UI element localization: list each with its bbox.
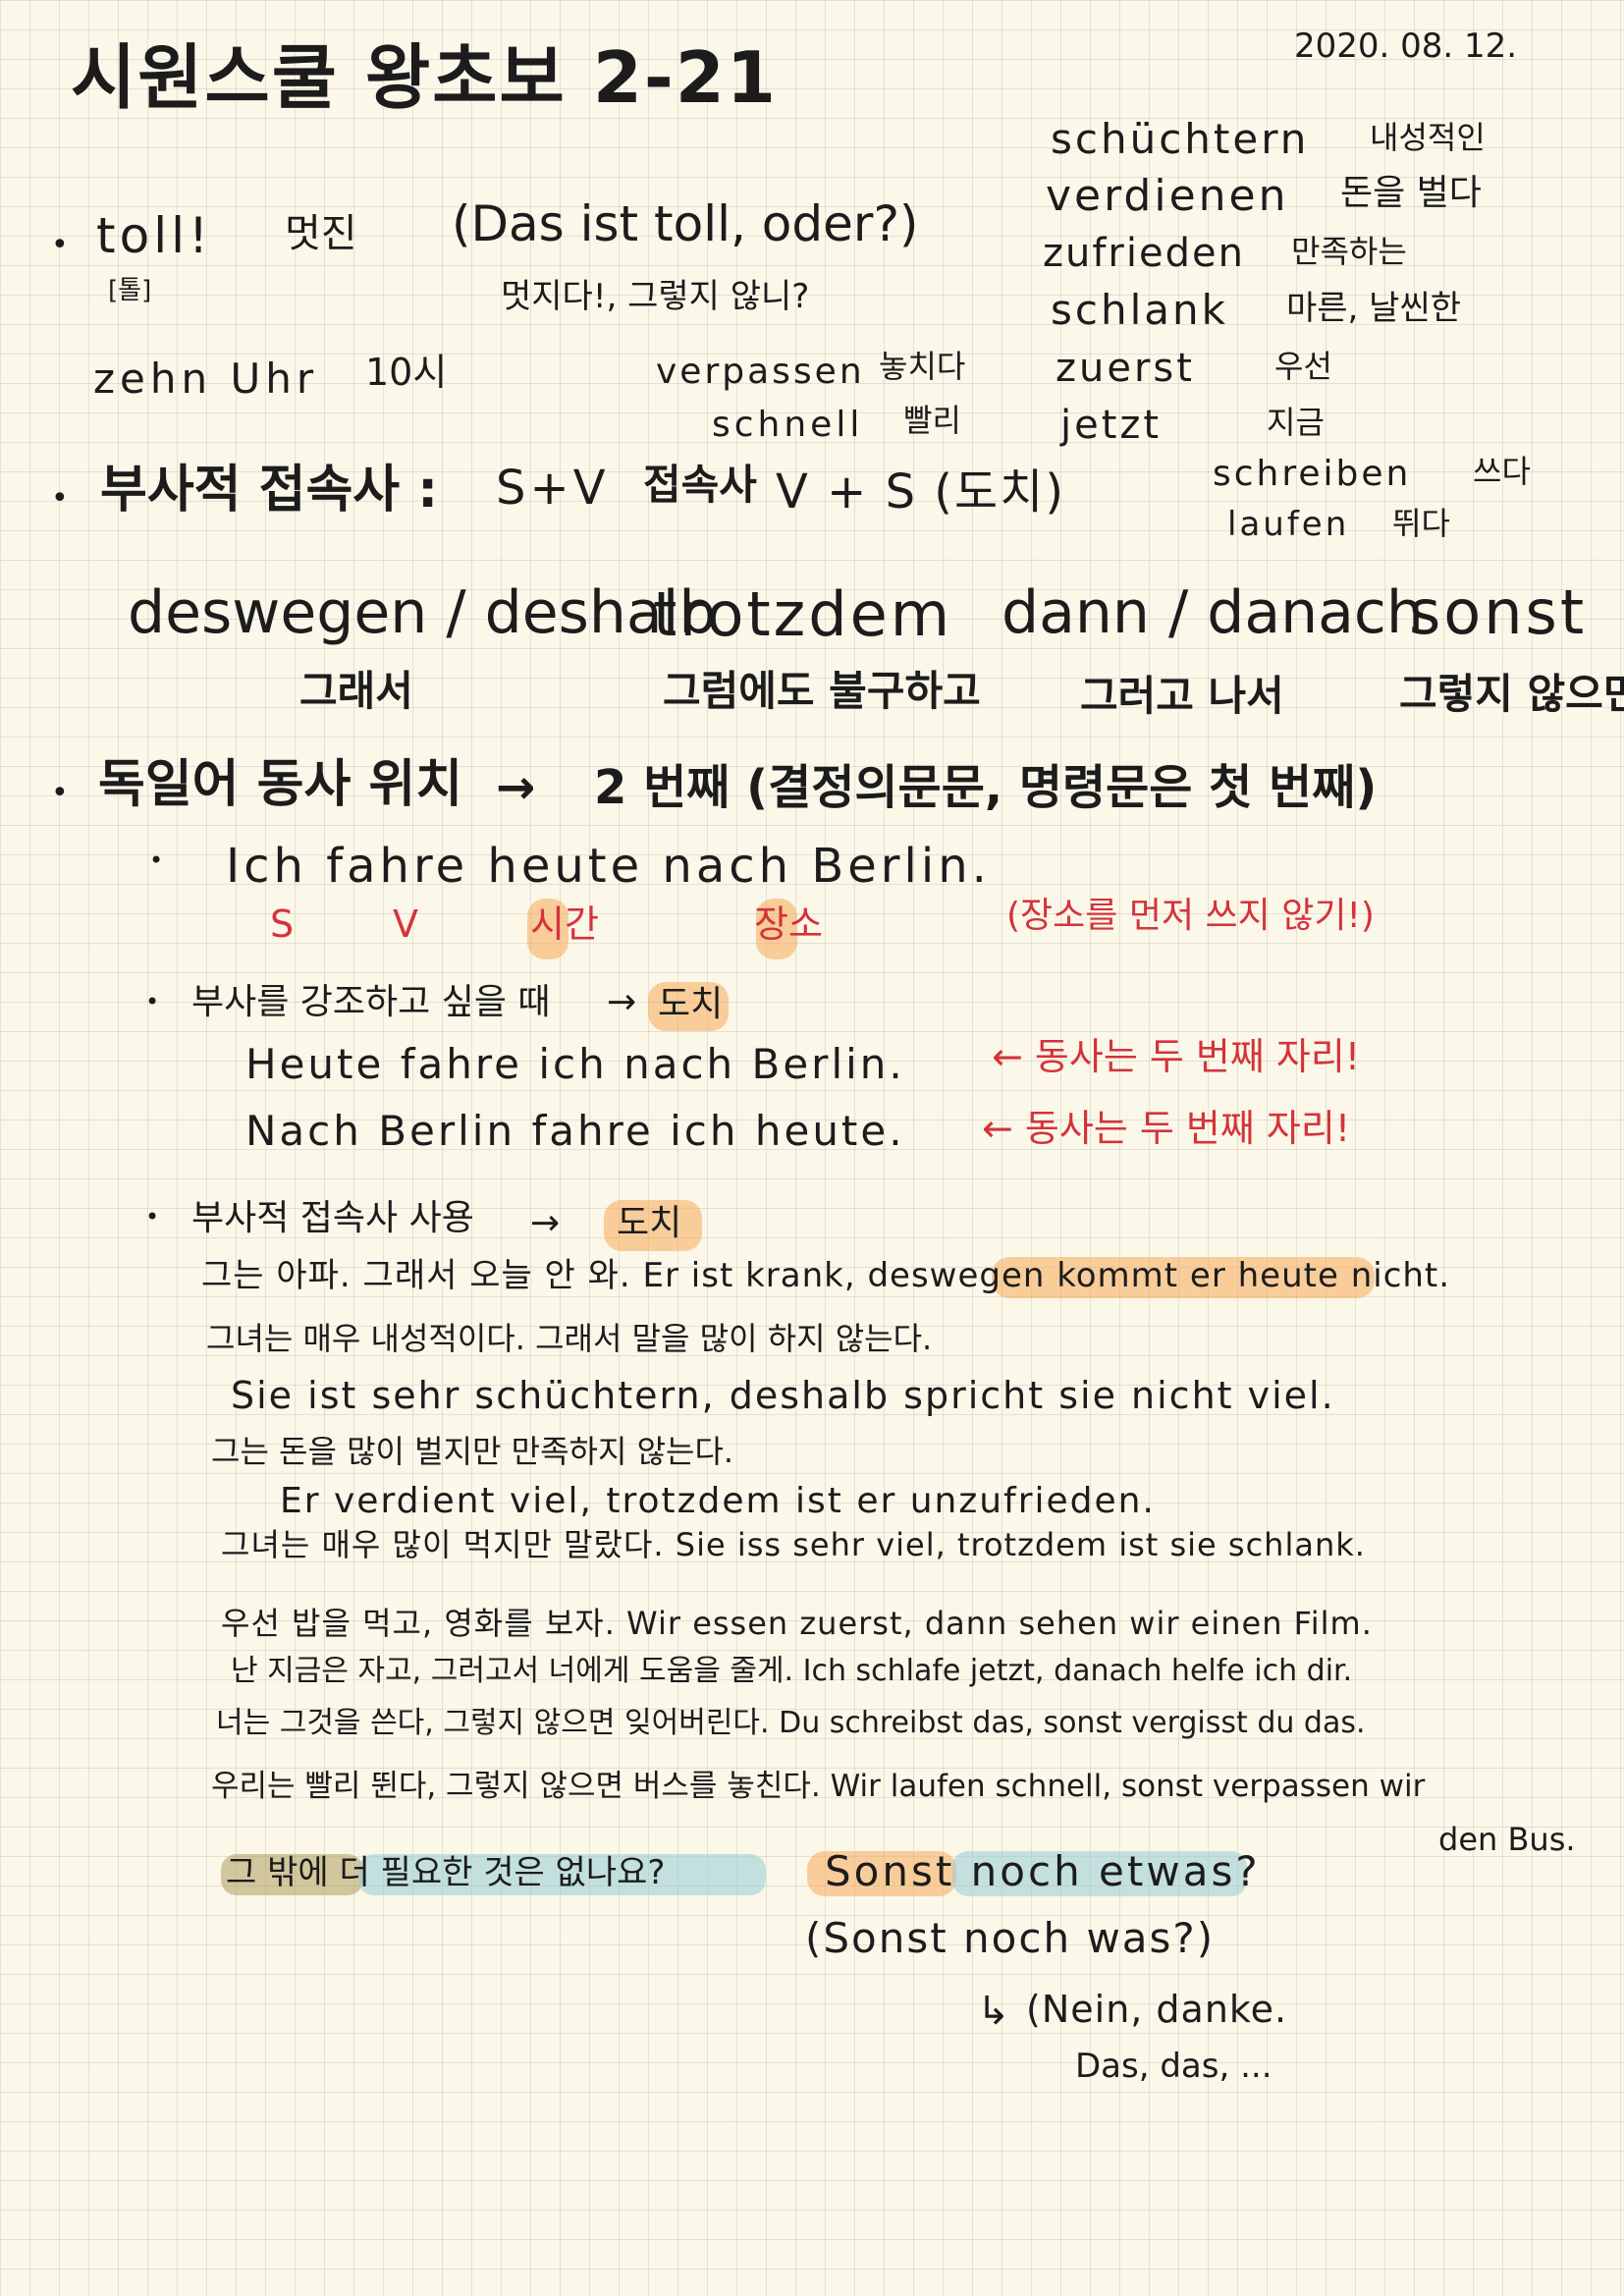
label-place: 장소 [754,902,823,946]
highlight-deswegen [992,1257,1375,1298]
usage-tag: 도치 [617,1203,682,1243]
toll-example-ko: 멋지다!, 그렇지 않니? [501,277,810,316]
usage-line: Er verdient viel, trotzdem ist er unzufr… [280,1481,1156,1521]
highlight-ko [221,1854,363,1895]
vocab-ko: 우선 [1274,348,1332,385]
conjunction-meaning: 그러고 나서 [1080,672,1284,720]
vocab-de: verdienen [1046,171,1289,221]
conjunction: sonst [1409,576,1588,648]
highlight-tag [604,1200,702,1251]
adverb-conj-sv: S+V [496,461,610,516]
usage-line: den Bus. [1438,1821,1576,1858]
vocab-de: zuerst [1056,346,1195,391]
verpassen-ko: 놓치다 [879,348,966,385]
vocab-de: laufen [1227,505,1350,544]
highlight-de-blue [952,1851,1247,1896]
bullet: • [51,776,69,810]
emphasis-note: ← 동사는 두 번째 자리! [982,1107,1351,1150]
emphasis-note: ← 동사는 두 번째 자리! [992,1035,1361,1078]
toll-word: toll! [96,207,213,264]
page-title: 시원스쿨 왕초보 2-21 [71,36,778,119]
label-subject: S [270,902,295,946]
closing-alt: (Sonst noch was?) [805,1914,1216,1962]
usage-line: 그녀는 매우 내성적이다. 그래서 말을 많이 하지 않는다. [206,1320,933,1357]
conjunction: trotzdem [653,578,953,650]
highlight-ko-blue [358,1854,766,1895]
label-verb: V [393,902,418,946]
date: 2020. 08. 12. [1294,27,1518,66]
vocab-de: zufrieden [1043,231,1245,276]
emphasis-heading: 부사를 강조하고 싶을 때 [191,982,551,1022]
verpassen: verpassen [656,352,865,392]
bullet: • [51,228,69,262]
vocab-ko: 뛰다 [1392,505,1450,542]
usage-line: 그는 돈을 많이 벌지만 만족하지 않는다. [211,1433,734,1470]
vocab-de: jetzt [1060,403,1163,448]
usage-line: 우리는 빨리 뛴다, 그렇지 않으면 버스를 놓친다. Wir laufen s… [211,1769,1426,1804]
emphasis-arrow: → [607,982,637,1022]
highlight-place [756,899,797,959]
usage-line: 너는 그것을 쓴다, 그렇지 않으면 잊어버린다. Du schreibst d… [216,1706,1366,1740]
reply-arrow: ↳ [977,1989,1010,2034]
conjunction-meaning: 그럼에도 불구하고 [663,667,981,715]
bullet: • [51,481,69,516]
vocab-ko: 마른, 날씬한 [1286,289,1462,328]
bullet: • [145,1203,160,1230]
reply-line: (Nein, danke. [1026,1988,1288,2031]
vocab-ko: 쓰다 [1473,453,1531,490]
vocab-ko: 돈을 벌다 [1340,173,1482,213]
toll-meaning: 멋진 [285,211,357,256]
usage-line: 난 지금은 자고, 그러고서 너에게 도움을 줄게. Ich schlafe j… [231,1654,1353,1688]
adverb-conj-vs: V + S (도치) [776,465,1066,519]
verb-position-arrow: → [496,760,536,815]
vocab-ko: 내성적인 [1370,119,1486,156]
usage-line: Sie ist sehr schüchtern, deshalb spricht… [231,1374,1335,1417]
vocab-de: schreiben [1213,454,1412,494]
vocab-ko: 만족하는 [1291,233,1407,270]
usage-line: 그는 아파. 그래서 오늘 안 와. Er ist krank, deswege… [201,1256,1451,1295]
closing-ko: 그 밖에 더 필요한 것은 없나요? [226,1853,666,1892]
verb-position-rule: 2 번째 (결정의문문, 명령문은 첫 번째) [594,760,1378,815]
conjunction-meaning: 그렇지 않으면 [1399,670,1624,718]
bullet: • [149,847,164,874]
emphasis-line: Heute fahre ich nach Berlin. [245,1040,905,1088]
schnell: schnell [712,405,864,445]
example-note: (장소를 먼저 쓰지 않기!) [1006,896,1375,936]
bullet: • [145,988,160,1015]
vocab-ko: 지금 [1267,404,1325,441]
emphasis-line: Nach Berlin fahre ich heute. [245,1107,905,1155]
zehn-uhr: zehn Uhr [93,355,319,403]
toll-pronunciation: [톨] [108,276,152,305]
usage-heading: 부사적 접속사 사용 [191,1198,474,1238]
example-sentence: Ich fahre heute nach Berlin. [226,839,991,894]
highlight-sonst [807,1851,956,1896]
usage-line: 그녀는 매우 많이 먹지만 말랐다. Sie iss sehr viel, tr… [221,1526,1366,1563]
closing-de: Sonst noch etwas? [825,1847,1261,1895]
reply-line: Das, das, ... [1075,2047,1272,2086]
usage-arrow: → [530,1203,561,1243]
label-time: 시간 [530,902,599,946]
adverb-conj-conj: 접속사 [643,461,757,509]
conjunction-meaning: 그래서 [299,667,413,715]
highlight-tag [648,982,729,1031]
conjunction: dann / danach [1001,578,1424,647]
usage-line: 우선 밥을 먹고, 영화를 보자. Wir essen zuerst, dann… [221,1605,1373,1642]
emphasis-tag: 도치 [658,984,724,1024]
toll-example: (Das ist toll, oder?) [452,195,919,252]
vocab-de: schlank [1051,286,1228,334]
zehn-uhr-ko: 10시 [365,351,448,394]
verb-position-heading: 독일어 동사 위치 [98,755,463,814]
conjunction: deswegen / deshalb [128,578,717,647]
adverb-conj-heading: 부사적 접속사 : [100,461,439,519]
schnell-ko: 빨리 [903,402,961,439]
highlight-time [527,899,568,959]
vocab-de: schüchtern [1051,115,1310,163]
